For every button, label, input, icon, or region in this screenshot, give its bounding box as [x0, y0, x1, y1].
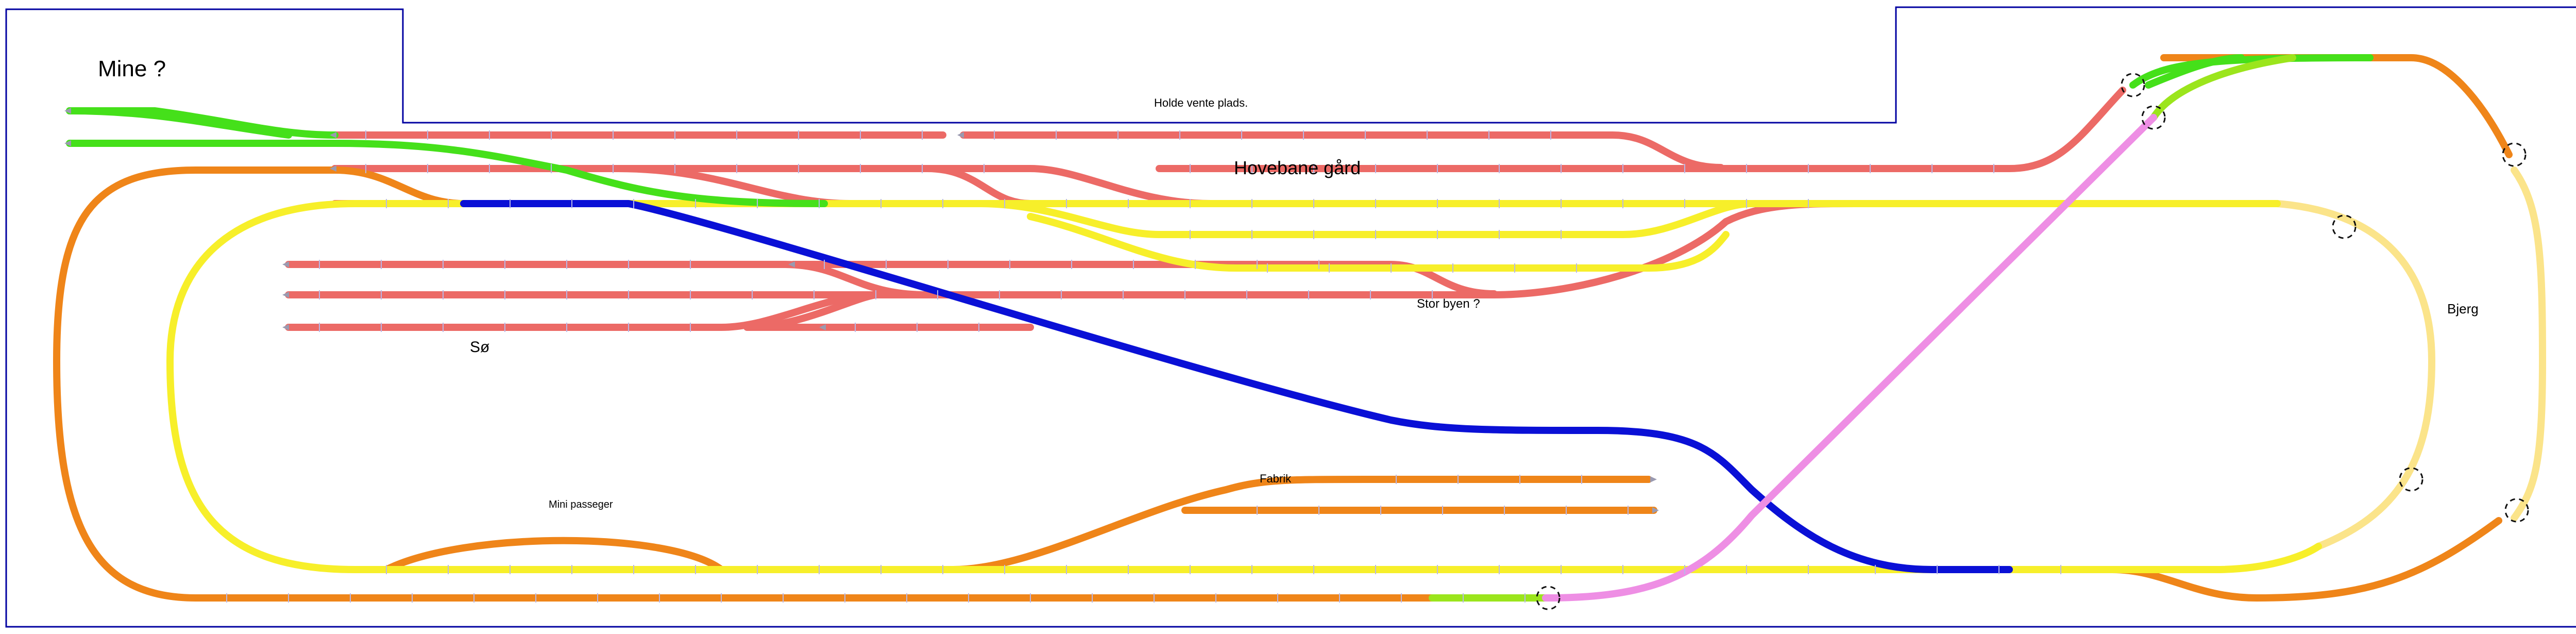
light-yellow-tracks: [2274, 166, 2546, 550]
label-fabrik: Fabrik: [1260, 472, 1292, 485]
label-holde-vente-plads: Holde vente plads.: [1154, 96, 1248, 109]
label-mini-passeger: Mini passeger: [549, 499, 613, 510]
label-hovebane-gaard: Hovebane gård: [1234, 157, 1361, 178]
lime-segments: [1429, 54, 2296, 602]
blue-diagonal: [460, 200, 2013, 573]
label-soe: Sø: [470, 339, 489, 356]
pink-connector: [1542, 114, 2157, 602]
label-bjerg: Bjerg: [2447, 301, 2479, 316]
track-sleepers: [226, 130, 2061, 603]
orange-outer-loop: [53, 54, 2513, 602]
section-markers: [1536, 73, 2529, 610]
red-yard-tracks: [285, 87, 2126, 331]
label-stor-byen: Stor byen ?: [1417, 297, 1480, 311]
layout-title: Mine ?: [98, 56, 166, 81]
buffer-stops: [64, 108, 1659, 513]
room-outline: [5, 6, 2576, 628]
yellow-main-loop: [166, 200, 2322, 573]
green-branch: [66, 54, 2374, 207]
